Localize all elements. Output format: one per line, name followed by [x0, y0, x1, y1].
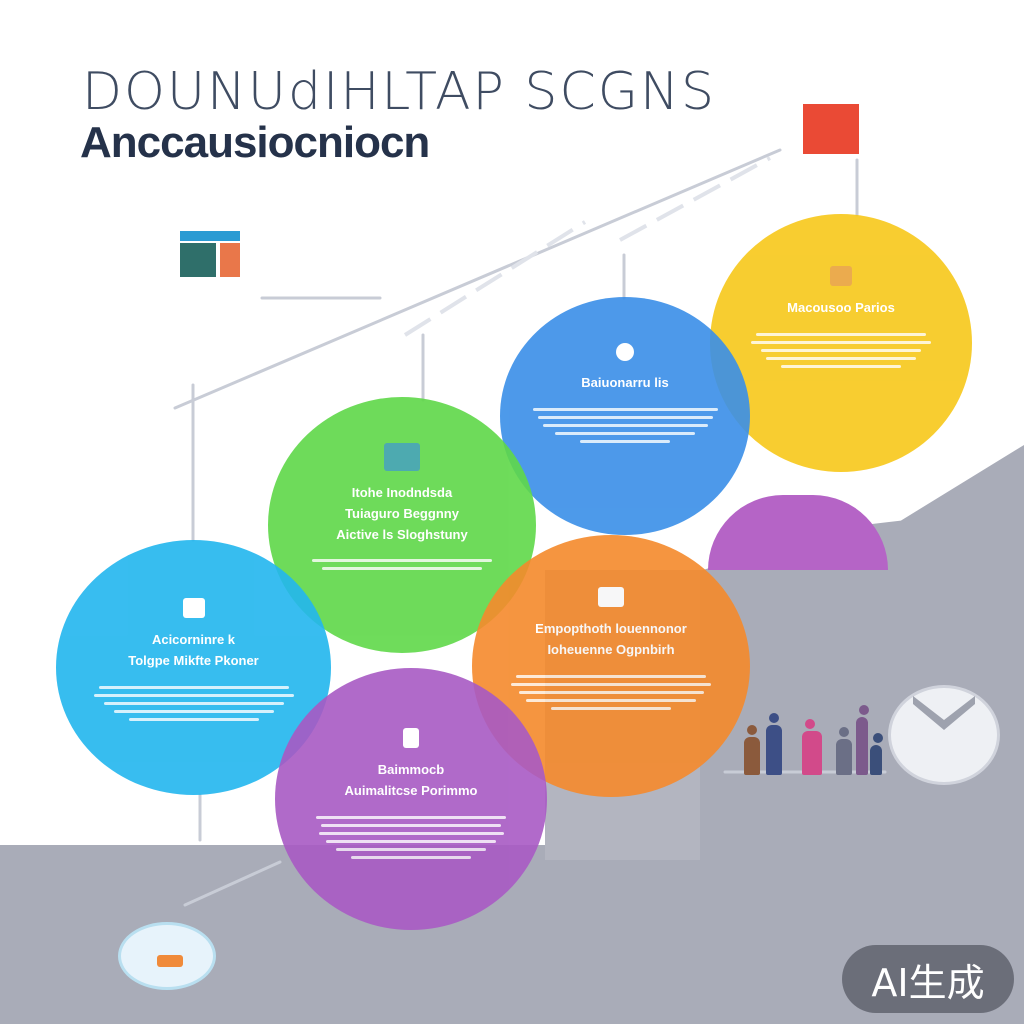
circle-yellow-heading: Macousoo Parios [787, 300, 895, 315]
people-illustration [724, 700, 884, 775]
title-line-2: Anccausiocniocn [80, 118, 430, 167]
circle-yellow: Macousoo Parios [710, 214, 972, 472]
circle-purple-body [316, 815, 506, 859]
target-icon-right [888, 685, 1000, 785]
bird-icon [616, 343, 634, 361]
document-icon [182, 598, 205, 618]
circle-cyan-heading-2: Tolgpe Mikfte Pkoner [128, 652, 259, 668]
circle-green-heading-3: Aictive ls Sloghstuny [336, 526, 468, 542]
ai-generated-badge: AI生成 [842, 945, 1014, 1013]
circle-orange-body [511, 674, 711, 710]
person-photo-icon [384, 443, 420, 471]
circle-purple-heading-2: Auimalitcse Porimmo [344, 782, 478, 798]
circle-blue-body [532, 407, 718, 443]
portrait-icon [830, 266, 852, 286]
circle-yellow-body [751, 332, 931, 368]
circle-green-heading-2: Tuiaguro Beggnny [345, 505, 459, 521]
title-line-1: DOUNUdIHLTAP SCGNS [82, 62, 716, 122]
circle-orange-heading-1: Empopthoth louennonor [535, 621, 687, 636]
circle-blue: Baiuonarru lis [500, 297, 750, 535]
circle-green-heading-1: Itohe Inodndsda [351, 485, 453, 500]
circle-purple-heading-1: Baimmocb [377, 762, 445, 777]
legend-icon [180, 231, 240, 277]
circle-green-body [312, 559, 492, 571]
circle-orange-heading-2: Ioheuenne Ogpnbirh [547, 641, 675, 657]
circle-cyan-body [93, 685, 294, 721]
circle-blue-heading: Baiuonarru lis [581, 375, 669, 390]
chart-icon [598, 587, 624, 607]
flag-icon [403, 728, 419, 748]
circle-cyan-heading-1: Acicorninre k [151, 632, 236, 647]
target-icon-left [118, 922, 216, 990]
red-flag-icon [803, 104, 859, 154]
circle-purple: Baimmocb Auimalitcse Porimmo [275, 668, 547, 930]
